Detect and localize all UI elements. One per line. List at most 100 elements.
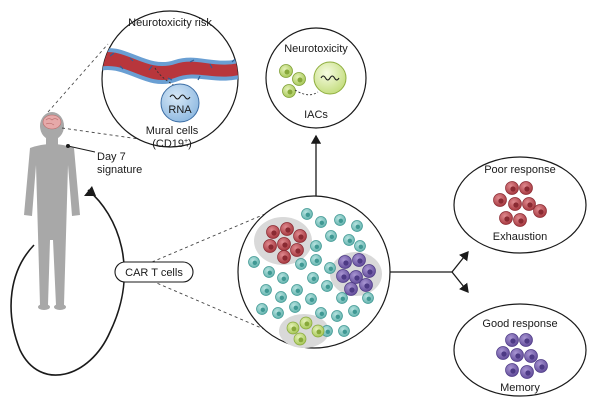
green-car-t-cell-icon	[299, 316, 313, 330]
teal-car-t-cell-icon	[315, 307, 327, 319]
teal-car-t-cell-icon	[331, 310, 343, 322]
human-figure-icon	[24, 112, 80, 310]
mural-cells-label: Mural cells	[146, 125, 199, 137]
teal-car-t-cell-icon	[324, 262, 336, 274]
rna-bubble	[160, 83, 200, 123]
memory-cell-icon	[505, 363, 519, 377]
purple-car-t-cell-icon	[336, 269, 350, 283]
teal-car-t-cell-icon	[338, 325, 350, 337]
iac-cell-icon	[292, 72, 306, 86]
arrow-to-poor-response	[451, 250, 469, 273]
rna-strand-icon	[169, 94, 191, 100]
red-car-t-cell-icon	[277, 237, 291, 251]
red-car-t-cell-icon	[277, 250, 291, 264]
exhausted-cell-icon	[508, 197, 522, 211]
poor-response-label: Poor response	[484, 164, 556, 176]
exhausted-cell-icon	[533, 204, 547, 218]
teal-car-t-cell-icon	[310, 254, 322, 266]
iac-cell-icon	[279, 64, 293, 78]
red-car-t-cell-icon	[280, 222, 294, 236]
teal-car-t-cell-icon	[310, 240, 322, 252]
green-car-t-cell-icon	[311, 324, 325, 338]
memory-cell-icon	[496, 346, 510, 360]
brain-icon	[42, 114, 62, 130]
purple-car-t-cell-icon	[362, 264, 376, 278]
cd19-label: (CD19+)	[152, 138, 192, 150]
exhausted-cell-icon	[522, 197, 536, 211]
neurotoxicity-label: Neurotoxicity	[284, 43, 348, 55]
car-t-cells-label: CAR T cells	[125, 267, 183, 279]
green-car-t-cell-icon	[293, 332, 307, 346]
poor-response-panel: Poor response Exhaustion	[453, 156, 587, 254]
purple-car-t-cell-icon	[349, 270, 363, 284]
teal-car-t-cell-icon	[275, 291, 287, 303]
teal-car-t-cell-icon	[295, 258, 307, 270]
exhausted-cell-icon	[499, 211, 513, 225]
teal-car-t-cell-icon	[256, 303, 268, 315]
exhausted-cell-icon	[493, 193, 507, 207]
memory-cell-icon	[505, 333, 519, 347]
memory-label: Memory	[500, 382, 540, 394]
teal-car-t-cell-icon	[248, 256, 260, 268]
teal-car-t-cell-icon	[348, 305, 360, 317]
neurotoxicity-risk-label: Neurotoxicity risk	[128, 17, 212, 29]
purple-car-t-cell-icon	[359, 278, 373, 292]
car-t-cell-group	[248, 208, 376, 346]
arrow-to-good-response	[451, 271, 469, 294]
exhausted-cell-icon	[519, 181, 533, 195]
teal-car-t-cell-icon	[321, 325, 333, 337]
memory-cell-icon	[524, 349, 538, 363]
teal-car-t-cell-icon	[336, 292, 348, 304]
exhausted-cell-icon	[513, 213, 527, 227]
exhausted-cell-icon	[505, 181, 519, 195]
purple-car-t-cell-icon	[344, 282, 358, 296]
teal-car-t-cell-icon	[334, 214, 346, 226]
iac-rna-strand-icon	[320, 75, 340, 81]
teal-car-t-cell-icon	[291, 284, 303, 296]
rna-label: RNA	[168, 104, 192, 116]
iac-callout-line	[294, 89, 319, 96]
teal-car-t-cell-icon	[362, 292, 374, 304]
exhaustion-label: Exhaustion	[493, 231, 547, 243]
teal-car-t-cell-icon	[289, 301, 301, 313]
zoom-line-top	[47, 43, 109, 113]
car-t-cells-label-box: CAR T cells	[114, 261, 194, 283]
memory-cell-icon	[519, 333, 533, 347]
purple-car-t-cell-icon	[338, 255, 352, 269]
exhausted-cell-group	[493, 181, 547, 227]
teal-car-t-cell-icon	[354, 240, 366, 252]
iacs-panel: Neurotoxicity IACs	[265, 27, 367, 129]
teal-car-t-cell-icon	[305, 293, 317, 305]
patient-loop	[10, 189, 126, 376]
purple-car-t-cell-icon	[352, 253, 366, 267]
teal-car-t-cell-icon	[325, 230, 337, 242]
day7-label-line1: Day 7	[97, 151, 126, 163]
teal-car-t-cell-icon	[321, 280, 333, 292]
teal-car-t-cell-icon	[260, 284, 272, 296]
good-response-label: Good response	[482, 318, 557, 330]
iacs-label: IACs	[304, 109, 328, 121]
teal-car-t-cell-icon	[343, 234, 355, 246]
good-response-panel: Good response Memory	[453, 303, 587, 397]
red-car-t-cell-icon	[293, 229, 307, 243]
memory-cell-group	[496, 333, 548, 379]
red-car-t-cell-icon	[263, 239, 277, 253]
teal-car-t-cell-icon	[263, 266, 275, 278]
car-t-population-panel	[237, 195, 391, 349]
teal-car-t-cell-icon	[277, 272, 289, 284]
teal-car-t-cell-icon	[301, 208, 313, 220]
red-car-t-cell-icon	[290, 243, 304, 257]
teal-car-t-cell-icon	[272, 307, 284, 319]
memory-cell-icon	[534, 359, 548, 373]
teal-car-t-cell-icon	[307, 272, 319, 284]
memory-cell-icon	[520, 365, 534, 379]
teal-car-t-cell-icon	[315, 216, 327, 228]
patient-loop-arrow	[84, 186, 96, 196]
car-t-zoom-line-bottom	[151, 280, 281, 337]
red-car-t-cell-icon	[266, 225, 280, 239]
blood-vessel	[102, 48, 238, 84]
teal-car-t-cell-icon	[351, 220, 363, 232]
iac-cell-icon	[282, 84, 296, 98]
